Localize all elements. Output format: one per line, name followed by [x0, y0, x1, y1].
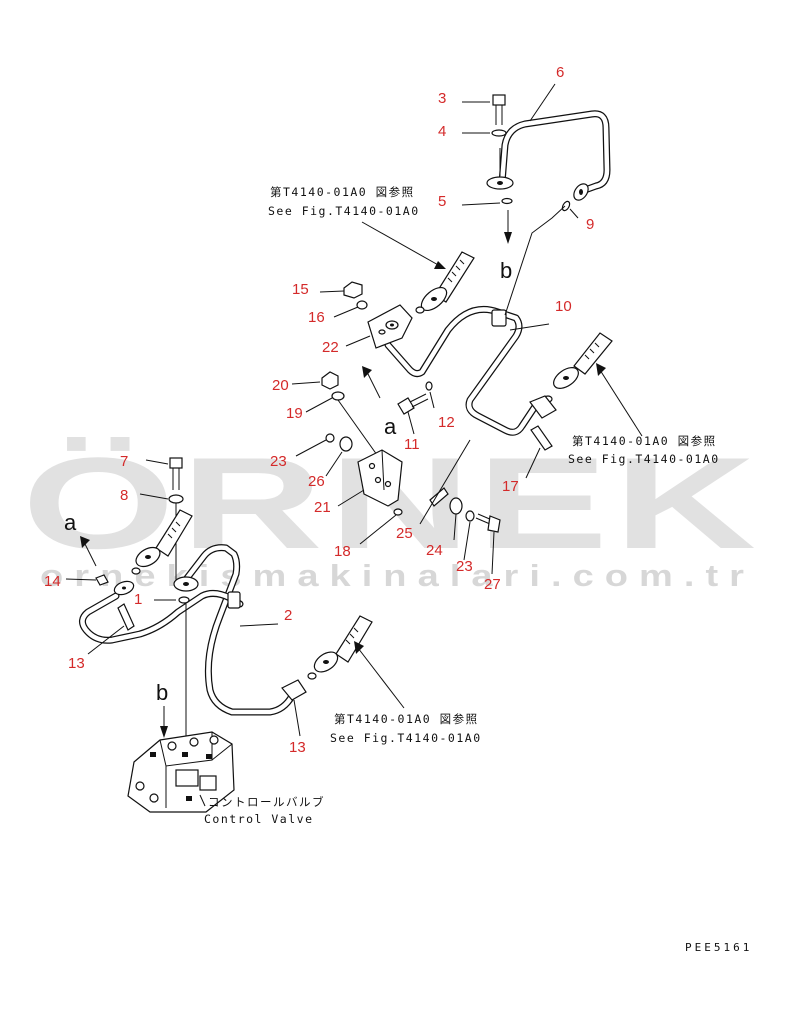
callout-25: 25: [396, 525, 413, 542]
flange-left: [173, 576, 199, 592]
callout-6: 6: [556, 64, 564, 81]
pipe-2: [180, 544, 296, 716]
o-ring-18: [393, 508, 403, 516]
pipe-10: [384, 205, 566, 436]
bolt-7: [169, 457, 183, 490]
bolt-11: [397, 393, 429, 415]
callout-13-left: 13: [68, 655, 85, 672]
callout-19: 19: [286, 405, 303, 422]
ref-right-en: See Fig.T4140-01A0: [568, 452, 720, 466]
drawing-code: PEE5161: [685, 941, 752, 954]
washer-19: [331, 391, 345, 401]
nut-15: [343, 281, 363, 299]
arrow-b-bottom: [160, 706, 168, 738]
callout-15: 15: [292, 281, 309, 298]
hose-bottom: [281, 615, 373, 701]
letter-b-top: b: [500, 258, 512, 283]
ref-arrow-top: [361, 221, 446, 269]
callout-22: 22: [322, 339, 339, 356]
callout-numbers: 3 4 5 6 9 10 15 16 22 20 19 12 11 23 26 …: [44, 64, 594, 756]
callout-2: 2: [284, 607, 292, 624]
spacer-24: [449, 497, 463, 515]
ref-top: 第T4140-01A0 図参照 See Fig.T4140-01A0: [268, 185, 420, 218]
bolt-27: [475, 513, 501, 533]
ref-bottom: 第T4140-01A0 図参照 See Fig.T4140-01A0: [330, 712, 482, 745]
callout-20: 20: [272, 377, 289, 394]
arrow-b-top: [504, 210, 512, 244]
callout-8: 8: [120, 487, 128, 504]
washer-23-lower: [465, 510, 475, 522]
ref-right: 第T4140-01A0 図参照 See Fig.T4140-01A0: [568, 434, 720, 466]
washer-23-upper: [325, 433, 335, 443]
nut-20: [321, 371, 339, 390]
control-valve-jp: コントロールバルブ: [208, 795, 325, 809]
ref-bottom-en: See Fig.T4140-01A0: [330, 731, 482, 745]
hose-top: [415, 251, 475, 314]
washer-4: [491, 129, 507, 137]
pipe-1: [79, 589, 244, 644]
o-ring-9: [561, 200, 571, 212]
ref-arrow-bottom: [354, 641, 405, 709]
callout-26: 26: [308, 473, 325, 490]
watermark-url: ornekismakinalari.com.tr: [40, 558, 755, 593]
leader-lines: [65, 83, 579, 807]
callout-12: 12: [438, 414, 455, 431]
callout-5: 5: [438, 193, 446, 210]
callout-14: 14: [44, 573, 61, 590]
spacer-26: [339, 436, 353, 452]
callout-23-lower: 23: [456, 558, 473, 575]
callout-24: 24: [426, 542, 443, 559]
o-ring-12: [425, 381, 433, 391]
callout-4: 4: [438, 123, 446, 140]
callout-21: 21: [314, 499, 331, 516]
callout-18: 18: [334, 543, 351, 560]
callout-23-upper: 23: [270, 453, 287, 470]
callout-13-bottom: 13: [289, 739, 306, 756]
callout-16: 16: [308, 309, 325, 326]
arrow-a-left: [80, 536, 97, 567]
flange-14: [95, 574, 135, 631]
control-valve: [127, 731, 235, 813]
callout-27: 27: [484, 576, 501, 593]
letter-b-bottom: b: [156, 680, 168, 705]
o-ring-5: [501, 197, 513, 205]
callout-3: 3: [438, 90, 446, 107]
bolt-3: [492, 94, 506, 125]
washer-16: [356, 300, 368, 310]
hose-left: [131, 509, 193, 575]
callout-7: 7: [120, 453, 128, 470]
pipe-6: [486, 110, 611, 201]
letter-a-left: a: [64, 510, 77, 535]
letter-a-mid: a: [384, 414, 397, 439]
clip-17: [530, 425, 553, 451]
ref-top-en: See Fig.T4140-01A0: [268, 204, 420, 218]
callout-9: 9: [586, 216, 594, 233]
bracket-21: [357, 449, 403, 507]
washer-8: [168, 494, 184, 504]
ref-arrow-right: [596, 363, 643, 437]
hose-right: [529, 332, 613, 419]
callout-1: 1: [134, 591, 142, 608]
arrow-a-mid: [362, 366, 381, 399]
ref-top-jp: 第T4140-01A0 図参照: [270, 185, 415, 199]
ref-right-jp: 第T4140-01A0 図参照: [572, 434, 717, 448]
callout-17: 17: [502, 478, 519, 495]
callout-11: 11: [404, 436, 420, 453]
control-valve-en: Control Valve: [204, 812, 314, 826]
callout-10: 10: [555, 298, 572, 315]
o-ring-left: [178, 596, 190, 604]
bracket-22: [367, 304, 413, 349]
ref-bottom-jp: 第T4140-01A0 図参照: [334, 712, 479, 726]
